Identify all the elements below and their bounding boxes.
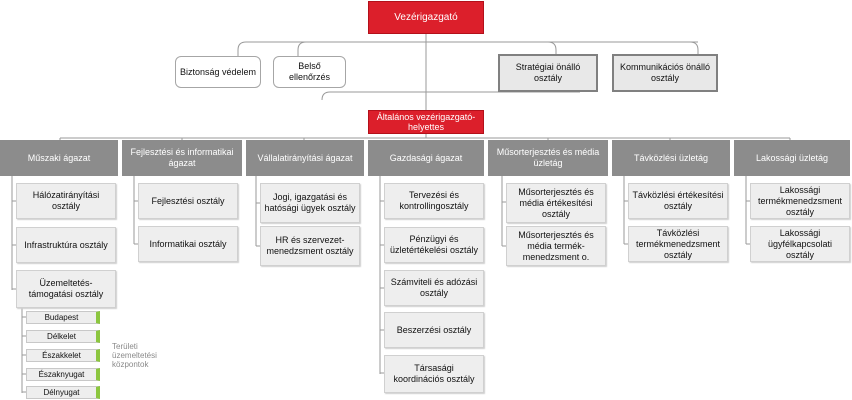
deputy-label: Általános vezérigazgató-helyettes bbox=[376, 112, 476, 132]
division-label: Lakossági üzletág bbox=[755, 152, 829, 163]
department-label: Hálózatirányítási osztály bbox=[32, 190, 100, 211]
staff-box-internal-audit[interactable]: Belső ellenőrzés bbox=[273, 56, 346, 88]
division-box-broadcasting-media[interactable]: Műsorterjesztés és média üzletág bbox=[488, 140, 608, 176]
department-label: Beszerzési osztály bbox=[396, 324, 472, 335]
department-box[interactable]: Távközlési értékesítési osztály bbox=[628, 183, 728, 219]
department-label: Társasági koordinációs osztály bbox=[393, 363, 475, 384]
division-box-economic[interactable]: Gazdasági ágazat bbox=[368, 140, 484, 176]
division-label: Gazdasági ágazat bbox=[389, 152, 463, 163]
department-label: Számviteli és adózási osztály bbox=[390, 277, 478, 298]
department-label: Lakossági termékmenedzsment osztály bbox=[757, 184, 843, 217]
department-box[interactable]: Tervezési és kontrollingosztály bbox=[384, 183, 484, 219]
regional-center-box[interactable]: Északkelet bbox=[26, 349, 100, 362]
department-label: Informatikai osztály bbox=[149, 238, 227, 249]
strategic-box-strategy[interactable]: Stratégiai önálló osztály bbox=[498, 54, 598, 92]
strategic-box-communication[interactable]: Kommunikációs önálló osztály bbox=[612, 54, 718, 92]
department-box[interactable]: Társasági koordinációs osztály bbox=[384, 355, 484, 393]
department-box[interactable]: Távközlési termékmenedzsment osztály bbox=[628, 226, 728, 262]
department-label: Fejlesztési osztály bbox=[151, 195, 225, 206]
regional-center-label: Délnyugat bbox=[43, 388, 80, 397]
department-label: Jogi, igazgatási és hatósági ügyek osztá… bbox=[264, 192, 356, 213]
department-label: HR és szervezet-menedzsment osztály bbox=[266, 235, 354, 256]
division-box-development-it[interactable]: Fejlesztési és informatikai ágazat bbox=[122, 140, 242, 176]
department-label: Távközlési termékmenedzsment osztály bbox=[635, 227, 721, 260]
department-label: Műsorterjesztés és média termék-menedzsm… bbox=[518, 229, 594, 262]
division-box-corporate-governance[interactable]: Vállalatirányítási ágazat bbox=[246, 140, 364, 176]
department-box[interactable]: Informatikai osztály bbox=[138, 226, 238, 262]
department-box[interactable]: Beszerzési osztály bbox=[384, 312, 484, 348]
regional-center-label: Északnyugat bbox=[38, 370, 85, 379]
department-box[interactable]: Számviteli és adózási osztály bbox=[384, 270, 484, 306]
division-label: Műszaki ágazat bbox=[27, 152, 91, 163]
department-label: Pénzügyi és üzletértékelési osztály bbox=[389, 234, 479, 255]
department-box[interactable]: Fejlesztési osztály bbox=[138, 183, 238, 219]
regional-centers-note: Területi üzemeltetési központok bbox=[112, 342, 157, 369]
regional-center-box[interactable]: Délnyugat bbox=[26, 386, 100, 399]
ceo-box[interactable]: Vezérigazgató bbox=[368, 1, 484, 34]
department-box[interactable]: Műsorterjesztés és média értékesítési os… bbox=[506, 183, 606, 223]
division-label: Vállalatirányítási ágazat bbox=[257, 152, 353, 163]
division-box-technical[interactable]: Műszaki ágazat bbox=[0, 140, 118, 176]
department-label: Műsorterjesztés és média értékesítési os… bbox=[518, 186, 594, 219]
department-label: Infrastruktúra osztály bbox=[24, 239, 108, 250]
regional-center-label: Délkelet bbox=[47, 332, 76, 341]
department-box[interactable]: Lakossági ügyfélkapcsolati osztály bbox=[750, 226, 850, 262]
department-box[interactable]: HR és szervezet-menedzsment osztály bbox=[260, 226, 360, 266]
department-box[interactable]: Hálózatirányítási osztály bbox=[16, 183, 116, 219]
division-label: Műsorterjesztés és média üzletág bbox=[496, 147, 600, 168]
regional-center-label: Északkelet bbox=[42, 351, 81, 360]
department-box[interactable]: Pénzügyi és üzletértékelési osztály bbox=[384, 227, 484, 263]
division-label: Fejlesztési és informatikai ágazat bbox=[130, 147, 234, 168]
department-label: Üzemeltetés-támogatási osztály bbox=[28, 278, 104, 299]
strategic-label: Kommunikációs önálló osztály bbox=[619, 62, 711, 83]
division-label: Távközlési üzletág bbox=[633, 152, 709, 163]
staff-box-security[interactable]: Biztonság védelem bbox=[175, 56, 261, 88]
department-label: Lakossági ügyfélkapcsolati osztály bbox=[767, 227, 833, 260]
staff-label: Belső ellenőrzés bbox=[288, 61, 331, 82]
regional-center-box[interactable]: Északnyugat bbox=[26, 368, 100, 381]
department-box[interactable]: Lakossági termékmenedzsment osztály bbox=[750, 183, 850, 219]
department-box[interactable]: Jogi, igazgatási és hatósági ügyek osztá… bbox=[260, 183, 360, 223]
division-box-residential[interactable]: Lakossági üzletág bbox=[734, 140, 850, 176]
deputy-box[interactable]: Általános vezérigazgató-helyettes bbox=[368, 110, 484, 134]
division-box-telecom[interactable]: Távközlési üzletág bbox=[612, 140, 730, 176]
regional-center-box[interactable]: Délkelet bbox=[26, 330, 100, 343]
ceo-label: Vezérigazgató bbox=[394, 12, 458, 23]
regional-center-label: Budapest bbox=[44, 313, 79, 322]
department-box[interactable]: Műsorterjesztés és média termék-menedzsm… bbox=[506, 226, 606, 266]
department-label: Távközlési értékesítési osztály bbox=[632, 190, 724, 211]
department-label: Tervezési és kontrollingosztály bbox=[399, 190, 469, 211]
department-box[interactable]: Infrastruktúra osztály bbox=[16, 227, 116, 263]
regional-center-box[interactable]: Budapest bbox=[26, 311, 100, 324]
department-box[interactable]: Üzemeltetés-támogatási osztály bbox=[16, 270, 116, 308]
staff-label: Biztonság védelem bbox=[179, 66, 257, 77]
strategic-label: Stratégiai önálló osztály bbox=[515, 62, 581, 83]
